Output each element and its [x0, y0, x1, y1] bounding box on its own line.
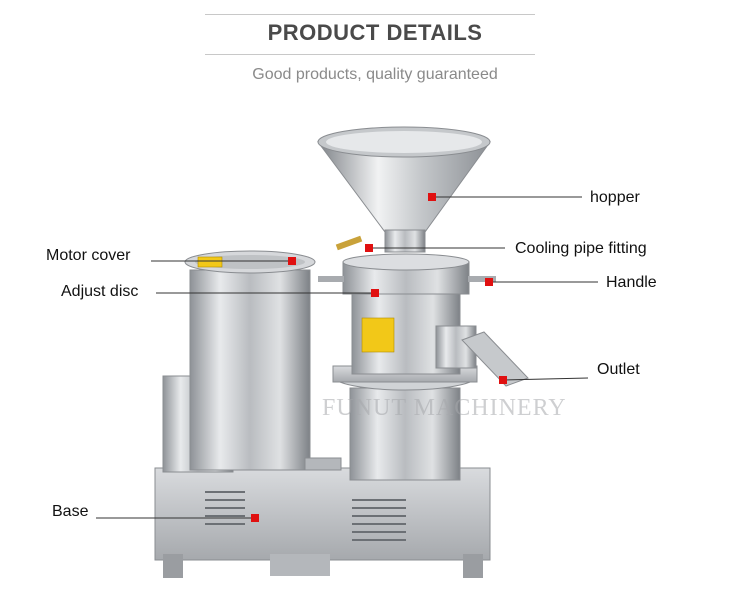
- header-bottom-rule: [205, 54, 535, 55]
- watermark-text: FUNUT MACHINERY: [322, 395, 567, 421]
- base-vent-right: [352, 499, 406, 541]
- machine-base: [154, 467, 491, 578]
- outlet-chute: [435, 325, 529, 387]
- label-base: Base: [52, 503, 89, 520]
- page-subtitle: Good products, quality guaranteed: [252, 66, 498, 83]
- page-title: PRODUCT DETAILS: [267, 20, 483, 45]
- header-top-rule: [205, 14, 535, 15]
- marker-base: [251, 514, 259, 522]
- base-vent-left: [205, 491, 245, 525]
- label-hopper: hopper: [590, 189, 640, 206]
- callout-markers: [251, 193, 507, 522]
- marker-outlet: [499, 376, 507, 384]
- mill-column: [318, 235, 496, 481]
- marker-handle: [485, 278, 493, 286]
- label-handle: Handle: [606, 274, 657, 291]
- connecting-pipe: [304, 457, 342, 471]
- marker-adjust-disc: [371, 289, 379, 297]
- label-cooling-pipe-fitting: Cooling pipe fitting: [515, 240, 647, 257]
- motor-housing: [184, 250, 316, 471]
- leader-lines: [96, 196, 598, 519]
- hopper-cone: [317, 126, 491, 253]
- label-outlet: Outlet: [597, 361, 640, 378]
- label-adjust-disc: Adjust disc: [61, 283, 139, 300]
- marker-hopper: [428, 193, 436, 201]
- marker-motor-cover: [288, 257, 296, 265]
- label-motor-cover: Motor cover: [46, 247, 131, 264]
- marker-cooling-pipe-fitting: [365, 244, 373, 252]
